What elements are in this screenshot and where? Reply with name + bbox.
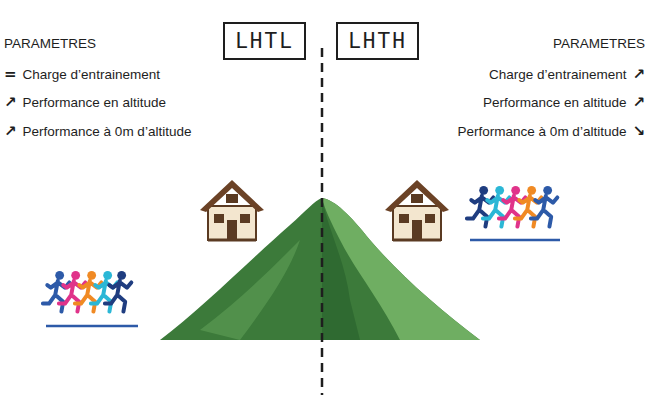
parameter-text: Performance à 0m d’altitude xyxy=(23,124,192,139)
header-text: LHTH xyxy=(348,29,407,53)
header-box: LHTL xyxy=(223,22,306,60)
parameter-text: Charge d’entrainement xyxy=(489,67,626,82)
parameter-line: PARAMETRES xyxy=(553,36,645,51)
parameter-line: = Charge d’entrainement xyxy=(4,65,160,83)
trend-symbol: ↗ xyxy=(632,65,645,83)
trend-symbol: ↗ xyxy=(632,93,645,111)
parameter-line: Charge d’entrainement ↗ xyxy=(489,65,645,83)
parameter-line: Performance à 0m d’altitude ↘ xyxy=(458,122,645,140)
parameter-text: Performance à 0m d’altitude xyxy=(458,124,627,139)
parameter-text: Performance en altitude xyxy=(23,95,166,110)
trend-symbol: ↗ xyxy=(4,93,17,111)
parameter-line: Performance en altitude ↗ xyxy=(483,93,645,111)
parameter-text: PARAMETRES xyxy=(553,36,645,51)
header-box: LHTH xyxy=(336,22,419,60)
trend-symbol: ↘ xyxy=(632,122,645,140)
trend-symbol: ↗ xyxy=(4,122,17,140)
parameter-text: Performance en altitude xyxy=(483,95,626,110)
parameter-line: ↗ Performance à 0m d’altitude xyxy=(4,122,191,140)
parameter-text: Charge d’entrainement xyxy=(23,67,160,82)
header-text: LHTL xyxy=(235,29,294,53)
parameter-line: PARAMETRES xyxy=(4,36,96,51)
parameter-text: PARAMETRES xyxy=(4,36,96,51)
parameter-line: ↗ Performance en altitude xyxy=(4,93,166,111)
trend-symbol: = xyxy=(4,65,17,83)
